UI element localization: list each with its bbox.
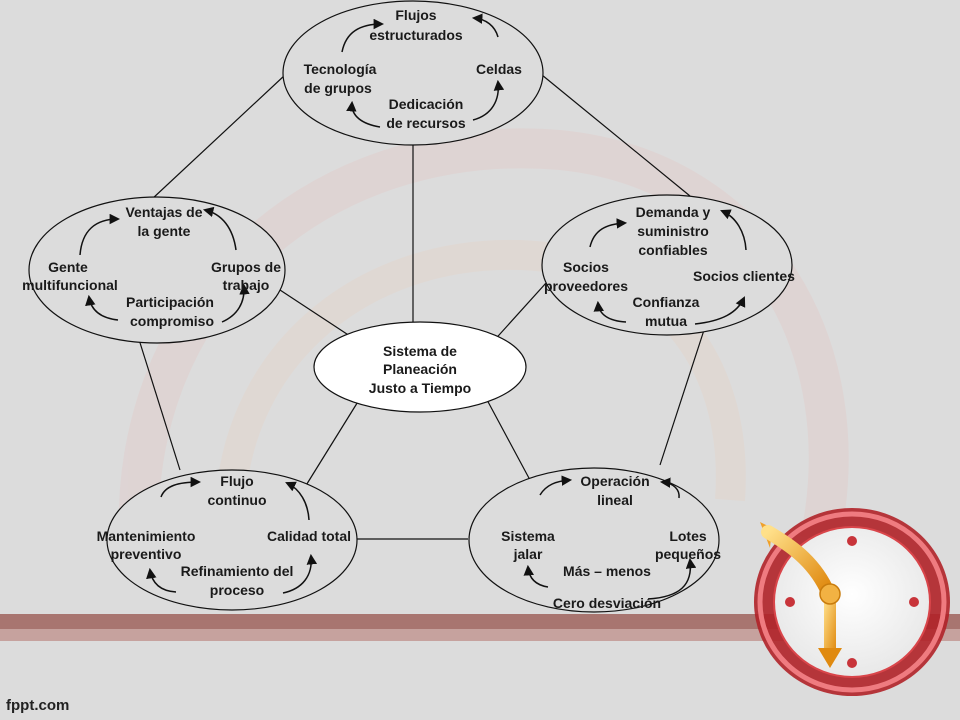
label-refinamiento-2: proceso bbox=[210, 582, 264, 598]
label-mantenimiento-2: preventivo bbox=[111, 546, 182, 562]
label-mas-menos: Más – menos bbox=[563, 563, 651, 579]
label-mantenimiento-1: Mantenimiento bbox=[97, 528, 196, 544]
label-calidad-total: Calidad total bbox=[267, 528, 351, 544]
label-demanda-2: suministro bbox=[637, 223, 709, 239]
center-line-1: Sistema de bbox=[383, 343, 457, 359]
ellipse-bottom-right bbox=[468, 467, 720, 613]
label-sistema-jalar-1: Sistema bbox=[501, 528, 555, 544]
label-lotes-2: pequeños bbox=[655, 546, 721, 562]
label-refinamiento-1: Refinamiento del bbox=[181, 563, 294, 579]
top-cluster-labels: Flujos estructurados Tecnología de grupo… bbox=[304, 7, 523, 131]
center-line-2: Planeación bbox=[383, 361, 457, 377]
cycle-arrows bbox=[79, 13, 747, 600]
label-grupos-1: Grupos de bbox=[211, 259, 281, 275]
label-ventajas-1: Ventajas de bbox=[125, 204, 202, 220]
footer-band-light bbox=[0, 629, 960, 641]
bottom-right-cluster-labels: Operación lineal Sistema jalar Lotes peq… bbox=[501, 473, 721, 611]
label-gente-1: Gente bbox=[48, 259, 88, 275]
center-line-3: Justo a Tiempo bbox=[369, 380, 471, 396]
label-flujo-continuo-2: continuo bbox=[207, 492, 266, 508]
center-label: Sistema de Planeación Justo a Tiempo bbox=[369, 343, 471, 396]
label-confianza-2: mutua bbox=[645, 313, 687, 329]
label-flujos-estructurados-2: estructurados bbox=[369, 27, 463, 43]
label-socios-proveedores-1: Socios bbox=[563, 259, 609, 275]
label-celdas: Celdas bbox=[476, 61, 522, 77]
label-demanda-1: Demanda y bbox=[636, 204, 711, 220]
label-ventajas-2: la gente bbox=[138, 223, 191, 239]
left-cluster-labels: Ventajas de la gente Gente multifunciona… bbox=[22, 204, 281, 329]
label-socios-proveedores-2: proveedores bbox=[544, 278, 628, 294]
label-tecnologia-2: de grupos bbox=[304, 80, 372, 96]
label-demanda-3: confiables bbox=[638, 242, 707, 258]
label-cero-desviacion: Cero desviación bbox=[553, 595, 661, 611]
label-operacion-2: lineal bbox=[597, 492, 633, 508]
bottom-left-cluster-labels: Flujo continuo Mantenimiento preventivo … bbox=[97, 473, 351, 598]
label-gente-2: multifuncional bbox=[22, 277, 118, 293]
ellipse-center bbox=[313, 321, 527, 413]
label-socios-clientes: Socios clientes bbox=[693, 268, 795, 284]
label-dedicacion-2: de recursos bbox=[386, 115, 466, 131]
label-flujos-estructurados-1: Flujos bbox=[395, 7, 436, 23]
clock-icon bbox=[754, 508, 950, 696]
label-participacion-2: compromiso bbox=[130, 313, 214, 329]
label-participacion-1: Participación bbox=[126, 294, 214, 310]
ellipse-right bbox=[541, 194, 793, 336]
watermark-decoration bbox=[118, 128, 849, 562]
footer-band bbox=[0, 614, 960, 629]
label-flujo-continuo-1: Flujo bbox=[220, 473, 253, 489]
label-sistema-jalar-2: jalar bbox=[513, 546, 543, 562]
label-dedicacion-1: Dedicación bbox=[389, 96, 464, 112]
label-confianza-1: Confianza bbox=[633, 294, 700, 310]
label-tecnologia-1: Tecnología bbox=[304, 61, 377, 77]
ellipse-bottom-left bbox=[106, 469, 358, 611]
label-operacion-1: Operación bbox=[580, 473, 649, 489]
footer-site: fppt.com bbox=[6, 697, 70, 714]
label-lotes-1: Lotes bbox=[669, 528, 707, 544]
label-grupos-2: trabajo bbox=[223, 277, 270, 293]
right-cluster-labels: Demanda y suministro confiables Socios p… bbox=[544, 204, 795, 329]
